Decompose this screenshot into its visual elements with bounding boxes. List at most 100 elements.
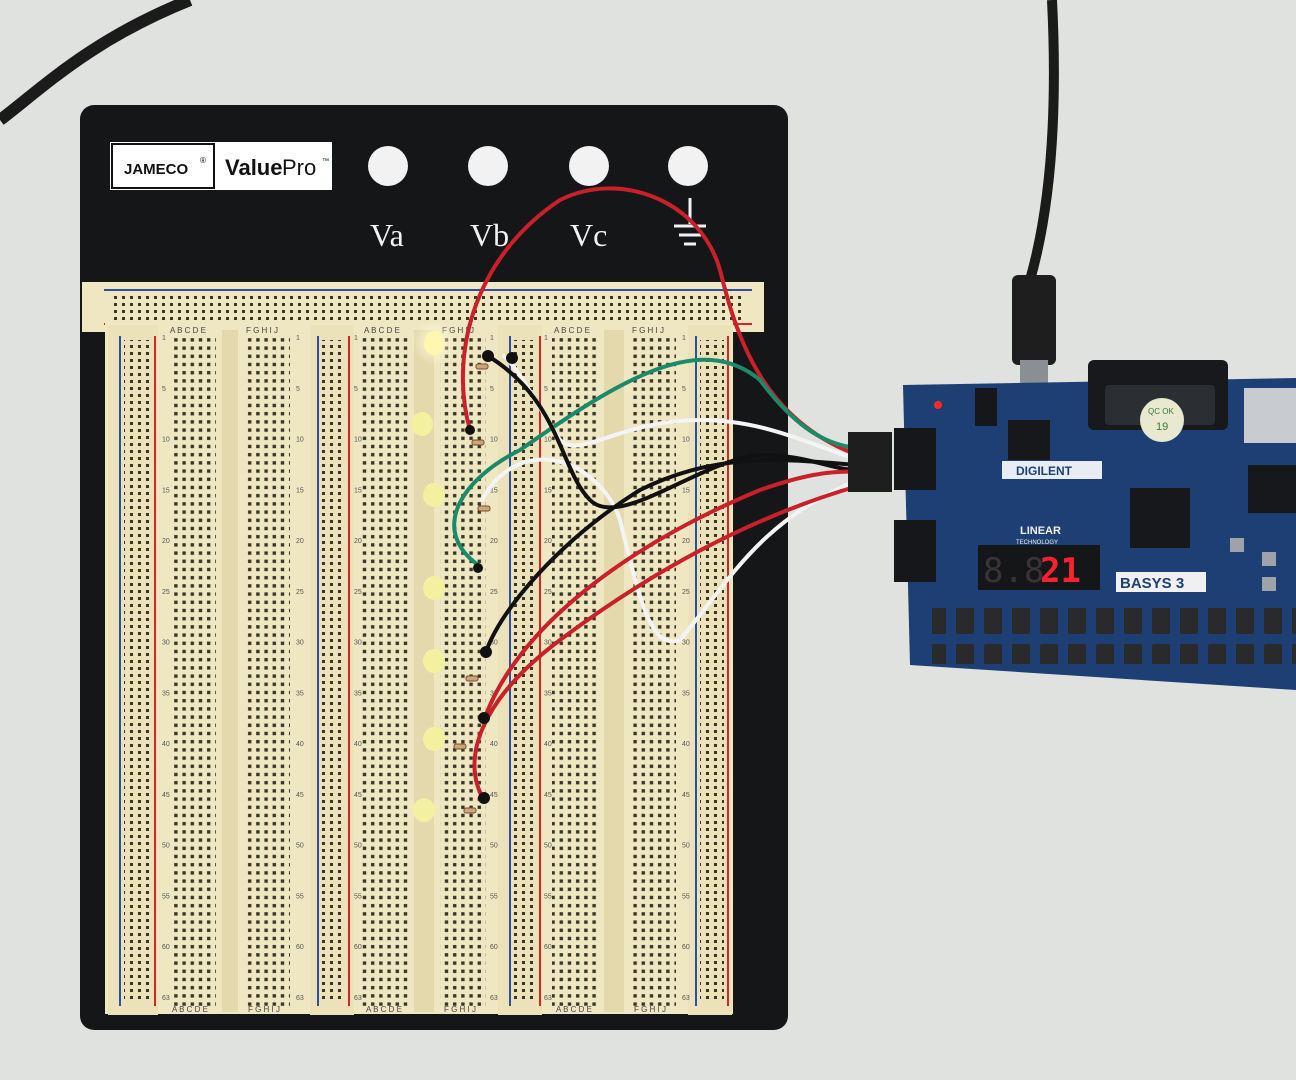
row-number: 15 [490, 487, 498, 494]
row-number: 25 [544, 589, 552, 596]
post-hole-gnd [668, 146, 708, 186]
row-number: 1 [682, 335, 686, 342]
row-number: 50 [544, 843, 552, 850]
column-letters-bottom-4: F G H I J [444, 1005, 476, 1014]
product-name-bold: Value [225, 155, 282, 180]
row-number: 1 [490, 335, 494, 342]
row-number: 5 [544, 386, 548, 393]
row-number: 15 [296, 487, 304, 494]
row-number: 35 [296, 690, 304, 697]
row-number: 10 [296, 437, 304, 444]
row-number: 55 [490, 893, 498, 900]
row-number: 20 [682, 538, 690, 545]
digilent-logo [1002, 461, 1102, 479]
column-letters-bottom: A B C D E [172, 1005, 208, 1014]
row-number: 55 [354, 893, 362, 900]
row-number: 55 [296, 893, 304, 900]
row-number: 55 [544, 893, 552, 900]
fpga-chip [1130, 488, 1190, 548]
row-number: 10 [490, 437, 498, 444]
wire-red-bottom [472, 484, 860, 802]
column-letters-left-2: A B C D E [364, 326, 400, 335]
model-label: BASYS 3 [1120, 575, 1184, 592]
display-dim-digits: 8.8. [983, 551, 1065, 591]
product-mark: ™ [322, 158, 329, 165]
row-number: 20 [296, 538, 304, 545]
column-letters-left-3: A B C D E [554, 326, 590, 335]
column-letters-bottom-6: F G H I J [634, 1005, 666, 1014]
post-hole-vb [468, 146, 508, 186]
row-number: 25 [490, 589, 498, 596]
column-letters-bottom-3: A B C D E [366, 1005, 402, 1014]
row-number: 30 [490, 640, 498, 647]
pmod-header-ja [894, 428, 936, 490]
row-number: 30 [296, 640, 304, 647]
terminal-label-vc: Vc [570, 217, 607, 253]
row-number: 63 [162, 995, 170, 1002]
display-lit-digits: 21 [1040, 551, 1081, 591]
resistor-3 [477, 505, 491, 512]
resistor-1 [475, 363, 489, 370]
row-number: 1 [354, 335, 358, 342]
push-button-center [1262, 552, 1276, 566]
resistor-2 [471, 439, 485, 446]
terminal-label-va: Va [370, 217, 404, 253]
row-number: 35 [544, 690, 552, 697]
wire-red-top [460, 186, 860, 457]
row-number: 1 [296, 335, 300, 342]
column-letters-right-3: F G H I J [632, 326, 664, 335]
row-number: 5 [354, 386, 358, 393]
row-number: 5 [296, 386, 300, 393]
wire-red-mid [482, 469, 860, 722]
column-letters-bottom-5: A B C D E [556, 1005, 592, 1014]
linear-sub: TECHNOLOGY [1016, 540, 1058, 546]
column-letters-left: A B C D E [170, 326, 206, 335]
row-number: 1 [544, 335, 548, 342]
row-number: 63 [682, 995, 690, 1002]
row-number: 30 [682, 640, 690, 647]
row-number: 50 [682, 843, 690, 850]
column-letters-bottom-2: F G H I J [248, 1005, 280, 1014]
led-4 [423, 576, 445, 600]
row-number: 55 [682, 893, 690, 900]
row-number: 45 [682, 792, 690, 799]
row-number: 50 [354, 843, 362, 850]
row-number: 1 [162, 335, 166, 342]
row-number: 40 [682, 741, 690, 748]
led-2 [411, 412, 433, 436]
row-number: 60 [544, 944, 552, 951]
row-number: 10 [354, 437, 362, 444]
row-number: 5 [490, 386, 494, 393]
row-number: 60 [296, 944, 304, 951]
post-hole-vc [569, 146, 609, 186]
resistor-group [453, 363, 491, 814]
row-number: 60 [682, 944, 690, 951]
column-letters-right: F G H I J [246, 326, 278, 335]
row-number: 10 [162, 437, 170, 444]
usb-cable-left [0, 0, 193, 125]
row-number: 5 [162, 386, 166, 393]
usb-cable-right [1025, 0, 1059, 282]
brand-mark: ® [200, 156, 206, 165]
chip-small-1 [1008, 420, 1050, 460]
qc-sticker [1140, 398, 1184, 442]
row-number: 25 [682, 589, 690, 596]
jumper-wires [452, 186, 860, 802]
row-number: 63 [354, 995, 362, 1002]
model-label-bg [1116, 572, 1206, 592]
row-number: 20 [354, 538, 362, 545]
row-number: 15 [162, 487, 170, 494]
resistor-6 [463, 807, 477, 814]
row-number: 40 [544, 741, 552, 748]
row-number: 45 [354, 792, 362, 799]
row-number: 50 [296, 843, 304, 850]
row-number: 20 [544, 538, 552, 545]
led-6 [423, 727, 445, 751]
power-switch [975, 388, 997, 426]
push-button-down [1262, 577, 1276, 591]
chip-small-2 [1248, 465, 1296, 513]
row-number: 30 [354, 640, 362, 647]
row-number: 10 [682, 437, 690, 444]
wire-black-mid [484, 458, 860, 654]
